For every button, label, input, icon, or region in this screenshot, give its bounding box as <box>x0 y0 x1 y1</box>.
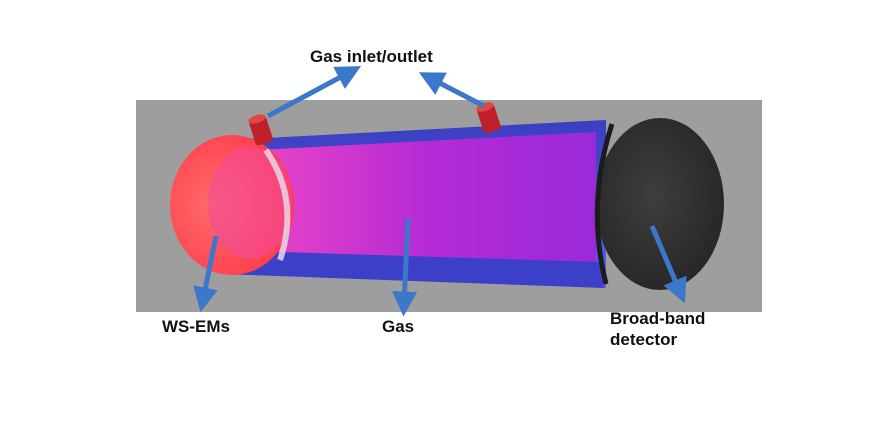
arrow-ws-ems <box>193 235 219 313</box>
label-ws-ems: WS-EMs <box>162 317 230 336</box>
tube-bottom-wall <box>218 250 604 288</box>
label-detector-line1: Broad-band <box>610 309 706 328</box>
arrow-outlet-right <box>418 72 486 109</box>
detector-rim <box>594 123 615 285</box>
label-gas-inlet-outlet: Gas inlet/outlet <box>310 47 433 66</box>
window-ring <box>263 148 291 261</box>
arrow-inlet-left <box>266 66 362 119</box>
gas-port-left <box>248 114 273 146</box>
gas-volume <box>220 132 596 262</box>
label-gas: Gas <box>382 317 415 336</box>
arrow-gas <box>392 217 418 317</box>
label-detector-line2: detector <box>610 330 678 349</box>
emitter-glow <box>208 147 292 259</box>
label-broad-band-detector: Broad-band detector <box>610 308 705 350</box>
arrow-detector <box>649 225 687 304</box>
broad-band-detector <box>596 118 724 290</box>
